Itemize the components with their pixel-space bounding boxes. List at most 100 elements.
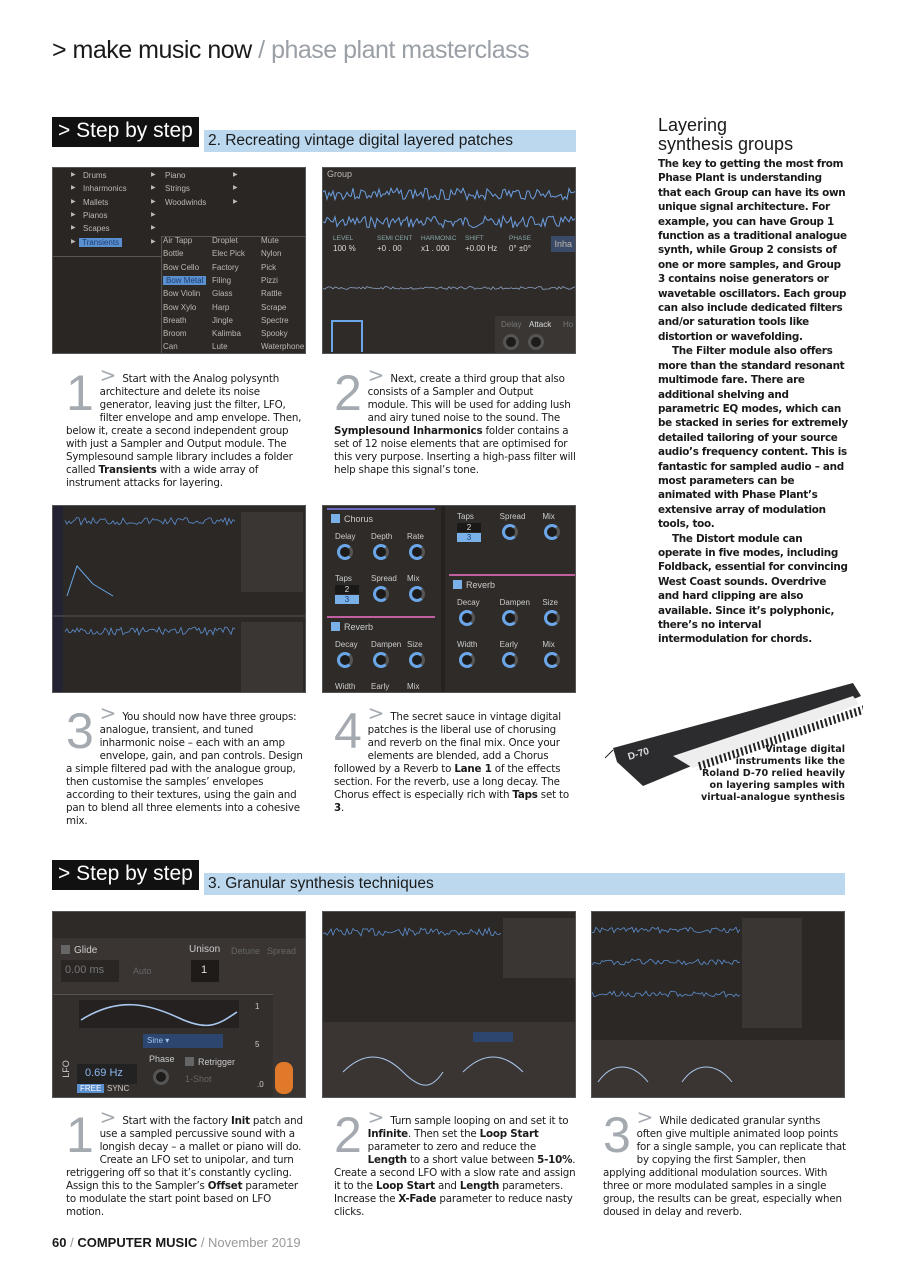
chevron-icon: > — [367, 1105, 391, 1129]
lfo-shape — [79, 1000, 239, 1028]
submenu-item[interactable]: Kalimba — [212, 329, 241, 339]
submenu-item[interactable]: Nylon — [261, 249, 282, 259]
issue-date: November 2019 — [208, 1235, 301, 1250]
retrigger-checkbox[interactable] — [185, 1057, 194, 1066]
submenu-item[interactable]: Bow Metal — [163, 275, 207, 285]
knob[interactable] — [459, 610, 475, 626]
text-run: folder contains a set of 12 noise elemen… — [334, 425, 576, 476]
param-label: Width — [457, 640, 478, 649]
submenu-item[interactable]: Pick — [261, 262, 277, 272]
submenu-item[interactable]: Droplet — [212, 236, 238, 245]
knob[interactable] — [409, 652, 425, 668]
param-label: Decay — [457, 598, 480, 607]
knob[interactable] — [373, 544, 389, 560]
glide-label: Glide — [74, 945, 98, 956]
taps-selected[interactable]: 3 — [457, 533, 481, 542]
submenu-item[interactable]: Mute — [261, 236, 279, 245]
knob[interactable] — [501, 610, 518, 626]
submenu-item[interactable]: Lute — [212, 342, 228, 352]
knob[interactable] — [501, 524, 518, 540]
screenshot-three-groups — [52, 505, 306, 693]
unison-value[interactable]: 1 — [191, 960, 219, 982]
taps-value[interactable]: 2 — [457, 523, 481, 532]
glide-value[interactable]: 0.00 ms — [61, 960, 119, 982]
knob[interactable] — [501, 652, 518, 668]
submenu-item[interactable]: Glass — [212, 289, 233, 299]
submenu-item[interactable]: Jingle — [212, 315, 233, 325]
menu-item[interactable]: Piano — [165, 171, 186, 180]
submenu-item[interactable]: Rattle — [261, 289, 282, 299]
submenu-item[interactable]: Pizzi — [261, 275, 278, 285]
sidebar-box: Layering synthesis groups The key to get… — [658, 116, 848, 647]
knob[interactable] — [409, 586, 425, 602]
phase-knob[interactable] — [153, 1069, 169, 1085]
lfo-shape-dropdown[interactable]: Sine ▾ — [143, 1034, 223, 1048]
modulation-depth-handle[interactable] — [275, 1062, 293, 1094]
text-run: Turn sample looping on and set it to — [390, 1115, 569, 1127]
submenu-item[interactable]: Bow Violin — [163, 289, 201, 299]
submenu-item[interactable]: Can — [163, 342, 178, 352]
menu-item[interactable]: Mallets — [83, 197, 109, 207]
auto-checkbox[interactable]: Auto — [133, 966, 152, 976]
submenu-item[interactable]: Elec Pick — [212, 249, 245, 259]
param-label: PHASE — [509, 235, 532, 242]
param-value[interactable]: x1 . 000 — [421, 244, 450, 253]
submenu-item[interactable]: Spooky — [261, 329, 288, 339]
knob[interactable] — [337, 652, 353, 668]
submenu-item[interactable]: Factory — [212, 262, 239, 272]
submenu-item[interactable]: Harp — [212, 302, 230, 312]
sync-toggle[interactable]: SYNC — [107, 1084, 130, 1093]
knob[interactable] — [337, 544, 353, 560]
knob[interactable] — [544, 610, 561, 626]
lfo-rate[interactable]: 0.69 Hz — [77, 1064, 137, 1084]
env-delay: Delay — [501, 320, 522, 329]
glide-checkbox[interactable] — [61, 945, 70, 954]
effect-title: Reverb — [331, 622, 373, 632]
inharmonic-tag[interactable]: Inha — [551, 236, 575, 252]
submenu-item[interactable]: Air Tapp — [163, 236, 193, 245]
menu-item[interactable]: Woodwinds — [165, 197, 207, 207]
enable-checkbox[interactable] — [331, 622, 340, 631]
submenu-item[interactable]: Bow Xylo — [163, 302, 197, 312]
submenu-item[interactable]: Waterphone — [261, 342, 305, 352]
menu-item[interactable]: Inharmonics — [83, 184, 127, 194]
menu-item[interactable]: Transients — [79, 237, 123, 247]
submenu-item[interactable]: Breath — [163, 315, 187, 325]
submenu-item[interactable]: Broom — [163, 329, 187, 339]
knob[interactable] — [528, 334, 544, 350]
knob[interactable] — [373, 586, 389, 602]
param-value[interactable]: +0.00 Hz — [465, 244, 498, 253]
param-value[interactable]: +0 . 00 — [377, 244, 402, 253]
step-number: 1 — [66, 365, 94, 421]
menu-item[interactable]: Pianos — [83, 210, 108, 220]
knob[interactable] — [503, 334, 519, 350]
knob[interactable] — [459, 652, 475, 668]
enable-checkbox[interactable] — [331, 514, 340, 523]
submenu-item[interactable]: Scrape — [261, 302, 287, 312]
phase-label: Phase — [149, 1054, 175, 1064]
scale-bottom: .0 — [257, 1080, 264, 1089]
taps-selected[interactable]: 3 — [335, 595, 359, 604]
submenu-item[interactable]: Bow Cello — [163, 262, 200, 272]
enable-checkbox[interactable] — [453, 580, 462, 589]
taps-value[interactable]: 2 — [335, 585, 359, 594]
menu-item[interactable]: Strings — [165, 184, 190, 194]
knob[interactable] — [544, 524, 561, 540]
submenu-item[interactable]: Bottle — [163, 249, 184, 259]
bold-term: Loop Start — [375, 1180, 435, 1192]
arrow-right-icon: ▶ — [151, 211, 156, 218]
menu-item[interactable]: Drums — [83, 171, 107, 180]
free-toggle[interactable]: FREE — [77, 1084, 105, 1093]
submenu-item[interactable]: Filing — [212, 275, 232, 285]
knob[interactable] — [544, 652, 561, 668]
knob[interactable] — [409, 544, 425, 560]
param-value[interactable]: 0° ±0° — [509, 244, 531, 253]
knob[interactable] — [373, 652, 389, 668]
text-run: to a short value between — [406, 1154, 538, 1166]
text-run: set to — [537, 789, 569, 801]
bold-term: Symplesound Inharmonics — [334, 425, 483, 437]
param-label: LEVEL — [333, 235, 354, 242]
submenu-item[interactable]: Spectre — [261, 315, 289, 325]
param-value[interactable]: 100 % — [333, 244, 356, 253]
menu-item[interactable]: Scapes — [83, 224, 110, 234]
